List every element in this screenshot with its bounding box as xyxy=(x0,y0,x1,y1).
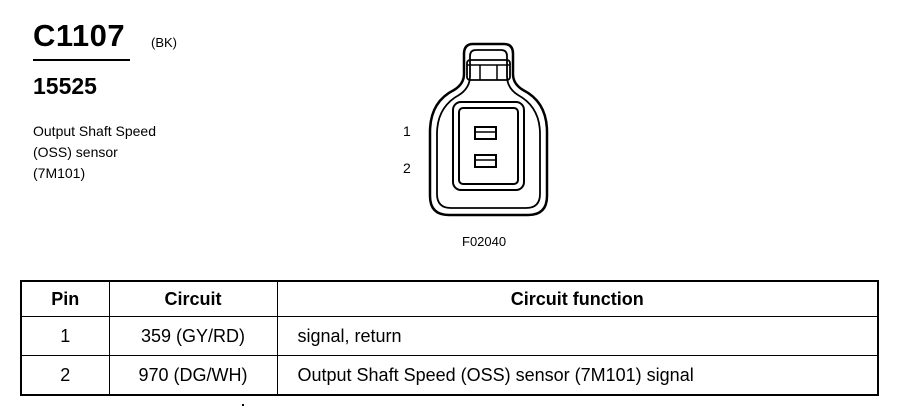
table-row: 2 970 (DG/WH) Output Shaft Speed (OSS) s… xyxy=(20,355,879,396)
figure-id: F02040 xyxy=(462,234,507,249)
title-underline xyxy=(33,59,130,61)
cell-pin: 2 xyxy=(20,355,110,396)
stray-dot xyxy=(242,404,244,406)
cell-circuit: 970 (DG/WH) xyxy=(108,355,278,396)
pinout-table: Pin Circuit Circuit function 1 359 (GY/R… xyxy=(20,280,879,396)
terminal-pin-1 xyxy=(474,126,497,140)
description-line-1: Output Shaft Speed xyxy=(33,123,156,139)
connector-housing-outer xyxy=(428,42,549,217)
terminal-cavity-outer xyxy=(452,101,525,191)
table-header-row: Pin Circuit Circuit function xyxy=(20,280,879,317)
pin-label-2: 2 xyxy=(403,160,411,176)
connector-color-code: (BK) xyxy=(151,35,177,50)
terminal-pin-2 xyxy=(474,154,497,168)
pin-label-1: 1 xyxy=(403,123,411,139)
cell-function: signal, return xyxy=(276,316,879,356)
locking-tab xyxy=(466,59,511,81)
connector-housing-inner xyxy=(436,49,541,209)
component-description: Output Shaft Speed (OSS) sensor (7M101) xyxy=(33,121,156,184)
cell-function: Output Shaft Speed (OSS) sensor (7M101) … xyxy=(276,355,879,396)
cell-circuit: 359 (GY/RD) xyxy=(108,316,278,356)
part-number: 15525 xyxy=(33,73,97,99)
table-row: 1 359 (GY/RD) signal, return xyxy=(20,316,879,356)
header-pin: Pin xyxy=(20,280,110,317)
description-line-3: (7M101) xyxy=(33,165,86,181)
header-circuit: Circuit xyxy=(108,280,278,317)
header-circuit-function: Circuit function xyxy=(276,280,879,317)
connector-face-diagram xyxy=(428,42,549,217)
description-line-2: (OSS) sensor xyxy=(33,144,118,160)
connector-id: C1107 xyxy=(33,18,126,53)
cell-pin: 1 xyxy=(20,316,110,356)
terminal-cavity-inner xyxy=(458,107,519,185)
